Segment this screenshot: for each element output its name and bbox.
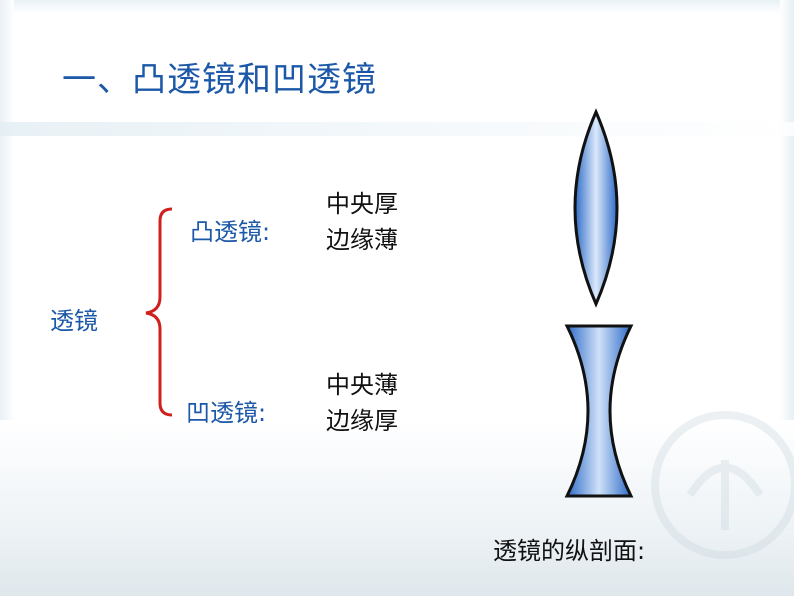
concave-line-1: 中央薄 [326, 371, 398, 399]
convex-description: 中央厚 边缘薄 [326, 186, 398, 258]
concave-lens-icon [564, 324, 634, 498]
concave-line-2: 边缘厚 [326, 407, 398, 435]
concave-description: 中央薄 边缘厚 [326, 367, 398, 439]
convex-line-1: 中央厚 [326, 190, 398, 218]
convex-lens-label: 凸透镜: [190, 218, 271, 246]
curly-brace-icon [145, 207, 173, 417]
header-stripe [0, 122, 794, 136]
lens-label: 透镜 [50, 307, 98, 335]
cross-section-caption: 透镜的纵剖面: [493, 537, 646, 565]
background-scene [0, 420, 794, 596]
convex-line-2: 边缘薄 [326, 226, 398, 254]
watermark-logo-icon [651, 411, 794, 559]
top-band [0, 0, 794, 14]
concave-lens-label: 凹透镜: [186, 399, 267, 427]
convex-lens-icon [573, 108, 619, 308]
page-title: 一、凸透镜和凹透镜 [62, 60, 377, 100]
